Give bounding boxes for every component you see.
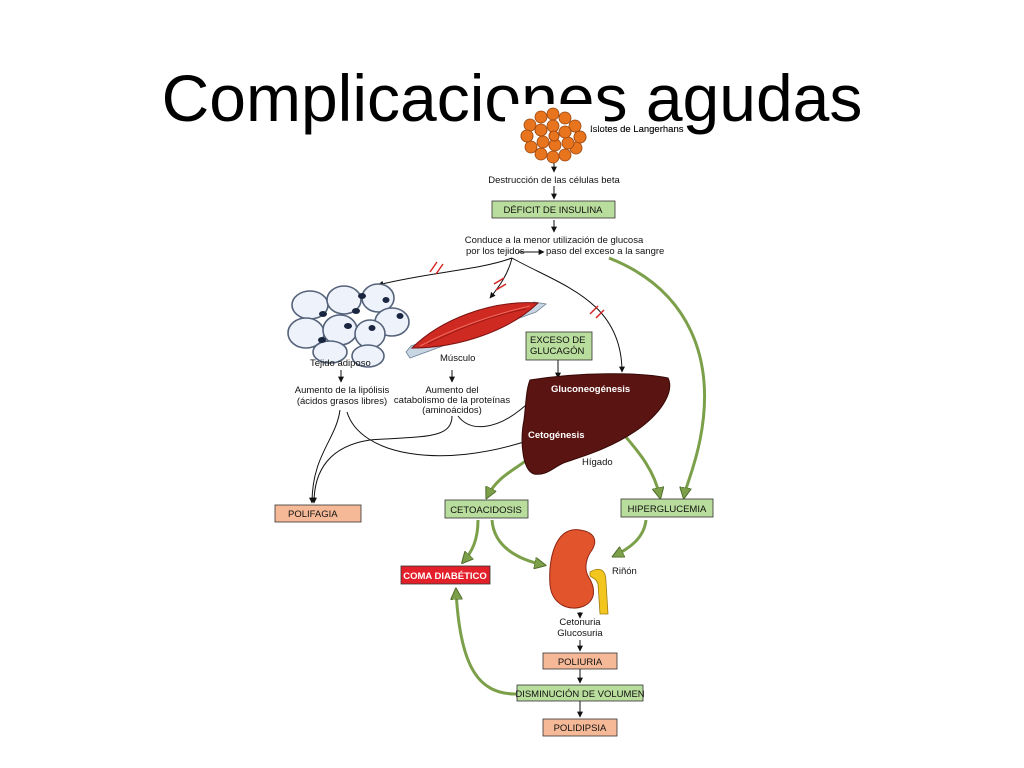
ketoacidosis-box [444, 499, 529, 519]
volume-decrease-label: DISMINUCIÓN DE VOLUMEN [515, 689, 644, 700]
ketoacidosis-label: CETOACIDOSIS [450, 505, 522, 516]
ketogenesis-label: Cetogénesis [528, 430, 585, 441]
slide-title: Complicaciones agudas [161, 61, 863, 135]
kidney-illustration [549, 529, 609, 615]
adipose-label: Tejido adiposo [310, 358, 371, 369]
insulin-deficit-label: DÉFICIT DE INSULINA [503, 205, 603, 216]
adipose-illustration [287, 283, 410, 368]
polyuria-label: POLIURIA [558, 657, 603, 668]
muscle-illustration [405, 301, 547, 359]
hyperglycemia-box [620, 498, 714, 518]
beta-destruction-label: Destrucción de las células beta [488, 175, 620, 186]
glucagon-label-line1: EXCESO DE [530, 335, 585, 346]
polyuria-box [542, 652, 618, 670]
arrow-catabolism-to-polyphagia [311, 415, 453, 504]
arrow-to-liver [511, 257, 625, 373]
green-arrow-blood-to-hyperglycemia [608, 256, 706, 497]
green-arrow-ketoacidosis-to-kidney [490, 519, 544, 565]
liver-label: Hígado [582, 457, 613, 468]
blood-excess-label: paso del exceso a la sangre [546, 246, 664, 257]
catabolism-line3: (aminoácidos) [422, 405, 482, 416]
lipolysis-line2: (ácidos grasos libres) [297, 396, 387, 407]
glucagon-excess-box [525, 331, 593, 361]
polyphagia-label: POLIFAGIA [288, 509, 338, 520]
polydipsia-box [542, 718, 618, 737]
catabolism-line2: catabolismo de la proteínas [394, 395, 510, 406]
arrow-lipolysis-to-polyphagia [309, 409, 341, 504]
muscle-label: Músculo [440, 353, 475, 364]
glucose-utilization-line1: Conduce a la menor utilización de glucos… [465, 235, 644, 246]
arrow-to-adipose [377, 257, 513, 287]
polyphagia-box [274, 504, 362, 523]
glucagon-label-line2: GLUCAGÓN [530, 346, 585, 357]
ketonuria-label: Cetonuria [559, 617, 601, 628]
liver-illustration [521, 373, 671, 475]
green-arrow-hyperglycemia-to-kidney [614, 519, 648, 556]
green-arrow-volume-to-coma [456, 590, 517, 696]
hyperglycemia-label: HIPERGLUCEMIA [628, 504, 707, 515]
glucosuria-label: Glucosuria [557, 628, 603, 639]
lipolysis-line1: Aumento de la lipólisis [295, 385, 390, 396]
islets-label: Islotes de Langerhans [590, 124, 684, 135]
glucose-utilization-line2: por los tejidos [466, 246, 525, 257]
green-arrow-ketoacidosis-to-coma [463, 519, 480, 562]
diabetic-coma-box [400, 565, 491, 585]
adipose-nuclei [318, 293, 404, 343]
arrow-to-muscle [489, 257, 513, 299]
arrow-lipolysis-to-ketogenesis [346, 411, 531, 457]
diabetic-coma-label: COMA DIABÉTICO [403, 571, 487, 582]
gluconeogenesis-label: Gluconeogénesis [551, 384, 630, 395]
kidney-label: Riñón [612, 566, 637, 577]
volume-decrease-box [516, 684, 644, 702]
insulin-deficit-box [491, 200, 616, 219]
polydipsia-label: POLIDIPSIA [554, 723, 607, 734]
blocked-uptake-marks [429, 261, 605, 319]
catabolism-line1: Aumento del [425, 385, 478, 396]
